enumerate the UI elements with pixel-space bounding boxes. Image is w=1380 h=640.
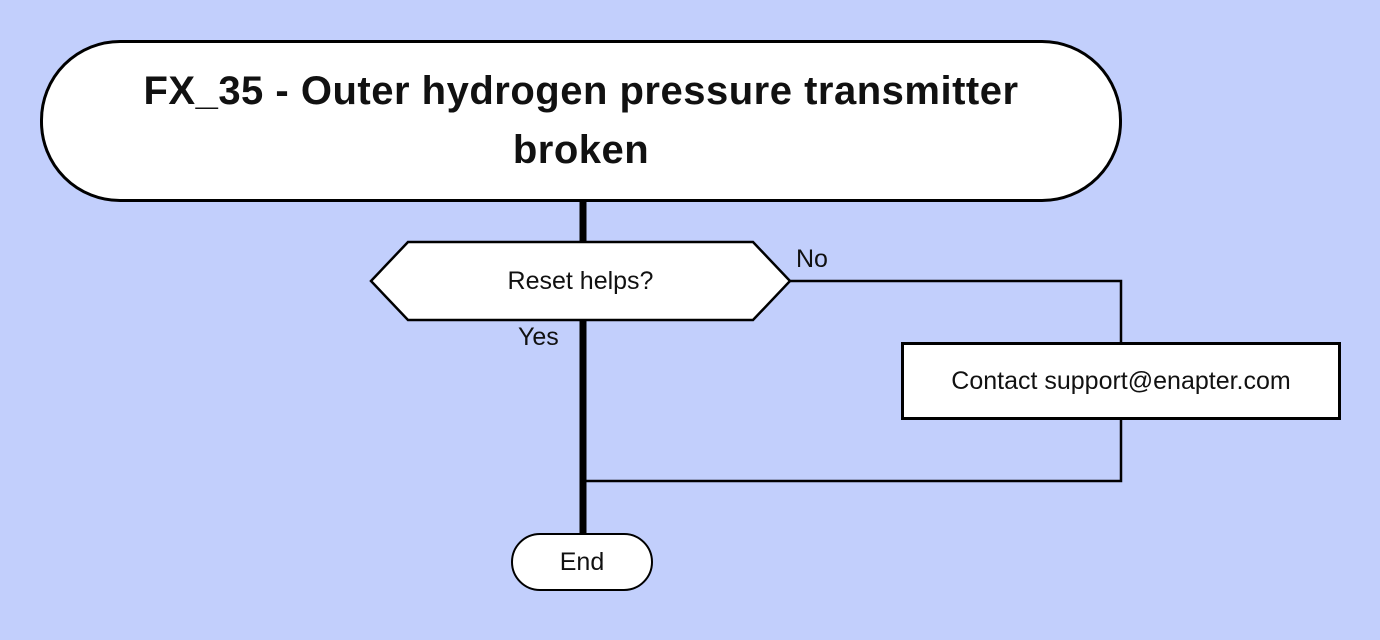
start-node: FX_35 - Outer hydrogen pressure transmit… — [40, 40, 1122, 202]
edge-label-yes: Yes — [518, 323, 559, 351]
decision-node-label: Reset helps? — [507, 267, 654, 295]
action-node: Contact support@enapter.com — [901, 342, 1341, 420]
decision-hexagon — [369, 240, 792, 322]
end-node: End — [511, 533, 653, 591]
edge-label-no: No — [796, 245, 828, 273]
